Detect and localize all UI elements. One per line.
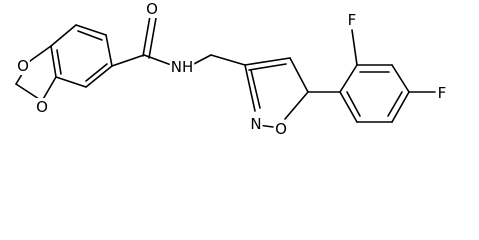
structure-canvas: O NH N O O O F F [15,0,448,138]
ortho-fluorine-label: F [348,11,357,29]
atom-label-background [16,57,30,75]
isoxazole-nitrogen-label: N [250,115,261,133]
benzodioxole-ring [15,24,113,102]
dioxole-oxygen-bottom-label: O [36,98,48,116]
chemical-structure: O NH N O O O F F [15,0,448,138]
para-fluorine-label: F [438,84,447,102]
difluorophenyl-ring [307,29,436,123]
atom-label-background [145,0,159,18]
dioxole-oxygen-top-label: O [17,57,29,75]
atom-label-background [169,58,195,76]
atom-label-background [249,115,263,133]
atom-label-background [35,98,49,116]
carbonyl-oxygen-label: O [146,0,158,18]
atom-label-background [274,120,288,138]
atom-label-background [436,84,448,102]
isoxazole-ring [244,57,309,128]
atom-label-background [346,11,358,29]
amide-nitrogen-label: NH [171,58,194,76]
isoxazole-oxygen-label: O [275,120,287,138]
atom-labels: O NH N O O O F F [16,0,448,138]
amide-linker [111,15,246,67]
